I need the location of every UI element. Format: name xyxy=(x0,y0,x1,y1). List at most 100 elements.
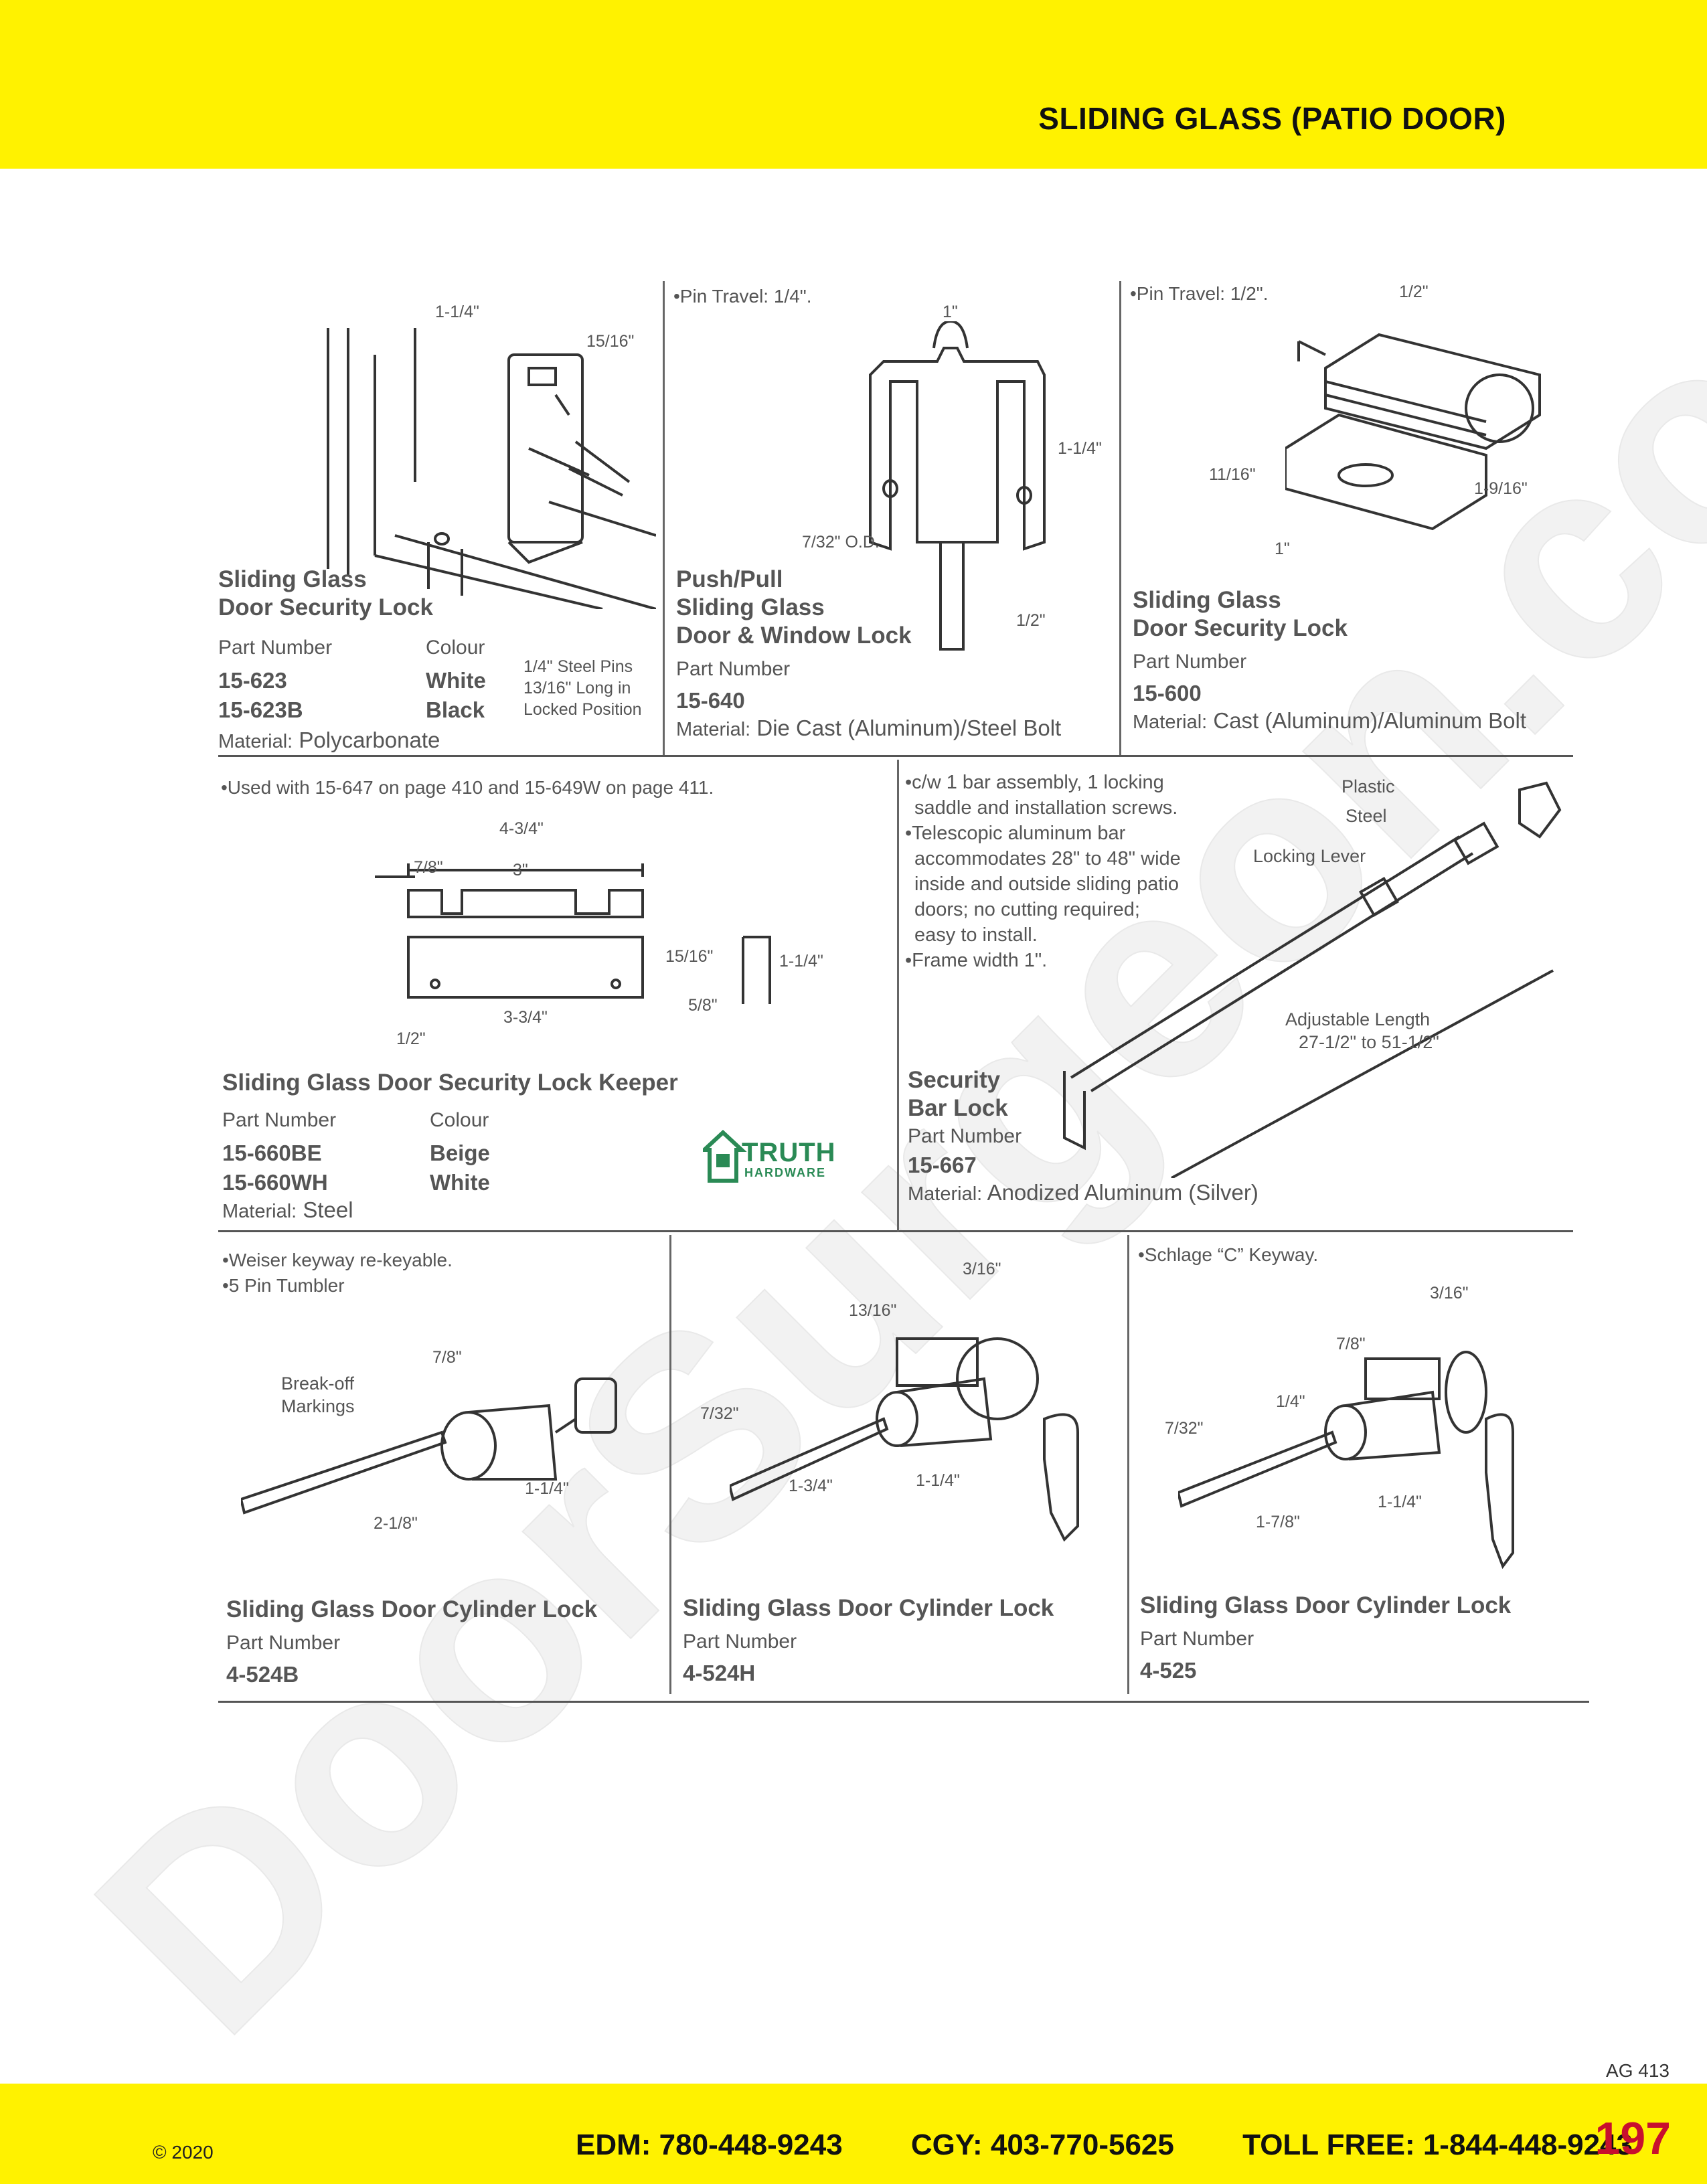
p5-callout-steel: Steel xyxy=(1346,806,1387,826)
p1-pin-note-1: 1/4" Steel Pins xyxy=(523,657,633,676)
p4-colour-label: Colour xyxy=(430,1109,489,1131)
p6-part-label: Part Number xyxy=(226,1632,341,1654)
product-15-623: Sliding Glass Door Security Lock Part Nu… xyxy=(218,566,660,753)
p7-dim-body: 1-1/4" xyxy=(916,1471,960,1490)
security-lock-600-illustration xyxy=(1285,333,1541,531)
p4-part-label: Part Number xyxy=(222,1109,337,1131)
p8-title: Sliding Glass Door Cylinder Lock xyxy=(1140,1592,1512,1618)
product-15-660: Sliding Glass Door Security Lock Keeper … xyxy=(222,1069,825,1223)
p2-part-label: Part Number xyxy=(676,658,791,680)
page-title: SLIDING GLASS (PATIO DOOR) xyxy=(1038,101,1506,136)
product-15-640: Push/Pull Sliding Glass Door & Window Lo… xyxy=(676,566,1118,741)
row-divider-3 xyxy=(218,1701,1589,1703)
p4-dim-height: 15/16" xyxy=(665,947,714,966)
p2-note: •Pin Travel: 1/4". xyxy=(673,286,812,307)
p3-material-label: Material: xyxy=(1133,711,1208,733)
p3-material: Material: Cast (Aluminum)/Aluminum Bolt xyxy=(1133,708,1574,734)
p4-dim-lip: 5/8" xyxy=(688,996,718,1015)
p1-colour-2: Black xyxy=(426,697,485,722)
ag-code: AG 413 xyxy=(1606,2060,1670,2081)
p1-material: Material: Polycarbonate xyxy=(218,728,660,753)
p1-pin-note: 1/4" Steel Pins 13/16" Long in Locked Po… xyxy=(523,656,642,720)
cylinder-lock-525-illustration xyxy=(1178,1351,1514,1570)
p6-dim-cyl: 7/8" xyxy=(432,1348,462,1367)
product-15-600: Sliding Glass Door Security Lock Part Nu… xyxy=(1133,586,1574,734)
p3-material-value: Cast (Aluminum)/Aluminum Bolt xyxy=(1213,708,1526,733)
p5-note-5: inside and outside sliding patio xyxy=(914,873,1179,895)
copyright: © 2020 xyxy=(153,2142,214,2163)
p5-material-value: Anodized Aluminum (Silver) xyxy=(987,1180,1258,1205)
p1-material-label: Material: xyxy=(218,731,293,752)
p8-dim-tail: 1-7/8" xyxy=(1256,1513,1300,1531)
product-15-667: Security Bar Lock Part Number 15-667 Mat… xyxy=(908,1066,1510,1205)
p7-dim-top: 3/16" xyxy=(963,1260,1001,1278)
p6-dim-tail: 2-1/8" xyxy=(374,1514,418,1533)
p5-note-1: •c/w 1 bar assembly, 1 locking xyxy=(905,772,1164,793)
p7-dim-bar: 7/32" xyxy=(700,1404,739,1423)
p8-part-label: Part Number xyxy=(1140,1628,1254,1650)
p8-dim-top: 3/16" xyxy=(1430,1284,1469,1303)
col-divider-r3a xyxy=(669,1235,671,1694)
p4-part-2: 15-660WH xyxy=(222,1170,328,1195)
product-4-524h: Sliding Glass Door Cylinder Lock Part Nu… xyxy=(683,1594,1118,1688)
p1-dim-width: 1-1/4" xyxy=(435,303,479,321)
p1-title-1: Sliding Glass xyxy=(218,566,367,592)
p3-note: •Pin Travel: 1/2". xyxy=(1130,283,1269,304)
p5-part: 15-667 xyxy=(908,1153,977,1177)
security-lock-illustration xyxy=(327,328,656,609)
p3-part-label: Part Number xyxy=(1133,651,1247,673)
phone-cgy[interactable]: CGY: 403-770-5625 xyxy=(910,2128,1174,2161)
p5-note-2: saddle and installation screws. xyxy=(914,797,1178,819)
p2-dim-travel: 1/2" xyxy=(1016,611,1046,630)
truth-hardware-logo xyxy=(703,1130,747,1183)
logo-name: TRUTH xyxy=(742,1138,836,1167)
p5-material: Material: Anodized Aluminum (Silver) xyxy=(908,1180,1510,1205)
p1-material-value: Polycarbonate xyxy=(299,728,440,752)
p6-callout-2: Markings xyxy=(281,1396,355,1416)
p6-callout-1: Break-off xyxy=(281,1373,355,1394)
p5-title-2: Bar Lock xyxy=(908,1095,1008,1121)
p2-title-2: Sliding Glass xyxy=(676,594,825,620)
p6-notes: •Weiser keyway re-keyable. •5 Pin Tumble… xyxy=(222,1248,453,1298)
p4-title: Sliding Glass Door Security Lock Keeper xyxy=(222,1070,678,1096)
phone-numbers: EDM: 780-448-9243 CGY: 403-770-5625 TOLL… xyxy=(576,2128,1693,2162)
p2-dim-od: 7/32" O.D. xyxy=(802,533,880,552)
p1-colour-1: White xyxy=(426,668,486,693)
p8-dim-cam: 7/8" xyxy=(1336,1335,1366,1353)
cylinder-lock-524h-illustration xyxy=(730,1337,1079,1542)
p2-part: 15-640 xyxy=(676,688,745,713)
product-4-524b: Sliding Glass Door Cylinder Lock Part Nu… xyxy=(226,1596,661,1689)
row-divider-2 xyxy=(218,1230,1573,1232)
p4-dim-flange: 1-1/4" xyxy=(779,952,823,971)
header-bar xyxy=(0,0,1707,169)
col-divider-r3b xyxy=(1127,1235,1129,1694)
footer-bar xyxy=(0,2084,1707,2184)
p5-title-1: Security xyxy=(908,1067,1001,1093)
p4-material: Material: Steel xyxy=(222,1197,825,1223)
p5-note-8: •Frame width 1". xyxy=(905,950,1048,971)
p1-colour-label: Colour xyxy=(426,637,485,659)
logo-sub: HARDWARE xyxy=(744,1166,826,1179)
col-divider-r2 xyxy=(897,760,899,1232)
p1-title-2: Door Security Lock xyxy=(218,594,433,620)
p4-dim-offset: 1/2" xyxy=(396,1029,426,1048)
p3-dim-travel: 1/2" xyxy=(1399,282,1429,301)
security-bar-illustration xyxy=(1063,781,1562,1178)
p1-part-1: 15-623 xyxy=(218,668,287,693)
p1-pin-note-3: Locked Position xyxy=(523,700,642,719)
p8-dim-body: 1-1/4" xyxy=(1378,1493,1422,1511)
phone-toll-free[interactable]: TOLL FREE: 1-844-448-9243 xyxy=(1242,2128,1633,2161)
p3-dim-height: 11/16" xyxy=(1209,465,1256,484)
push-pull-lock-illustration xyxy=(869,321,1046,651)
phone-edm[interactable]: EDM: 780-448-9243 xyxy=(576,2128,843,2161)
lock-keeper-illustration xyxy=(375,863,771,1004)
p6-title: Sliding Glass Door Cylinder Lock xyxy=(226,1596,598,1622)
p7-dim-tail: 1-3/4" xyxy=(789,1477,833,1495)
p4-dim-edge: 7/8" xyxy=(414,858,443,877)
p2-dim-height: 1-1/4" xyxy=(1058,439,1102,458)
p5-note-4: accommodates 28" to 48" wide xyxy=(914,848,1181,869)
p2-title-3: Door & Window Lock xyxy=(676,622,912,649)
p8-dim-flange: 1/4" xyxy=(1276,1392,1305,1411)
p1-part-label: Part Number xyxy=(218,637,333,659)
p6-dim-body: 1-1/4" xyxy=(525,1479,569,1498)
